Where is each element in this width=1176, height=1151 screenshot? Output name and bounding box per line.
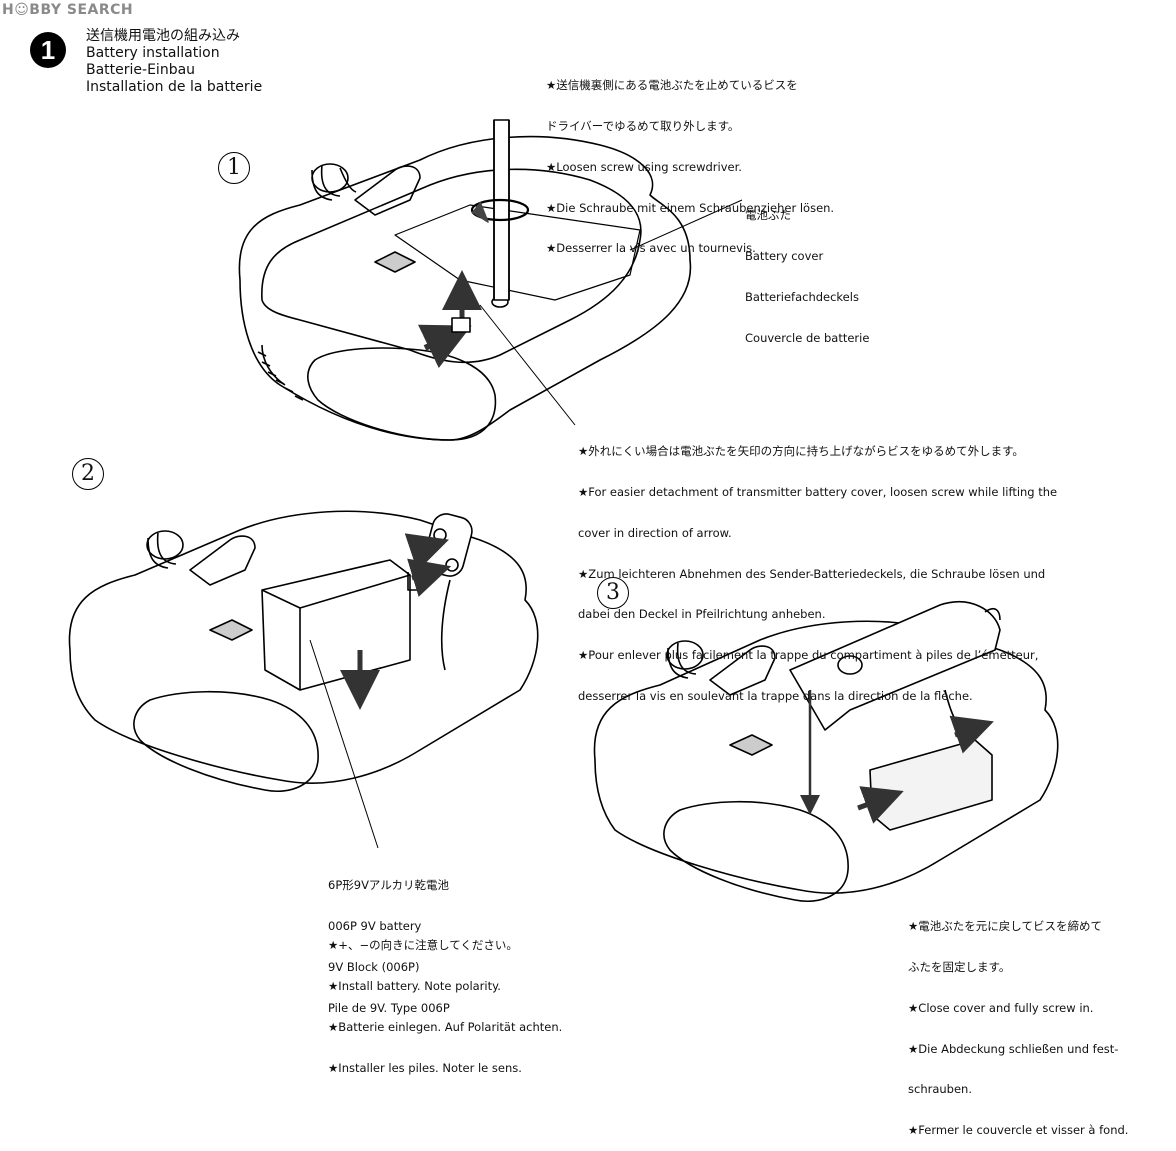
step-1-transmitter-drawing — [238, 119, 743, 441]
note-polarity: ★+、−の向きに注意してください。 ★Install battery. Note… — [328, 912, 562, 1089]
label-line: 電池ぶた — [745, 208, 791, 223]
step-2-marker: 2 — [72, 458, 104, 490]
note-close-cover: ★電池ぶたを元に戻してビスを締めて ふたを固定します。 ★Close cover… — [908, 893, 1128, 1151]
note-line: ★+、−の向きに注意してください。 — [328, 938, 518, 953]
label-line: Couvercle de batterie — [745, 330, 870, 345]
label-line: Batteriefachdeckels — [745, 289, 859, 304]
note-line: ★Die Abdeckung schließen und fest- — [908, 1041, 1119, 1056]
step-3-transmitter-drawing — [593, 601, 1059, 902]
step-3-marker: 3 — [597, 577, 629, 609]
note-line: ★Pour enlever plus facilement la trappe … — [578, 648, 1039, 663]
step-1-marker: 1 — [218, 152, 250, 184]
note-line: ★Install battery. Note polarity. — [328, 978, 501, 993]
note-line: ふたを固定します。 — [908, 959, 1011, 974]
section-number-badge: 1 — [30, 32, 66, 68]
label-battery-cover: 電池ぶた Battery cover Batteriefachdeckels C… — [745, 182, 869, 359]
section-title-jp: 送信機用電池の組み込み — [86, 28, 240, 44]
section-title-de: Batterie-Einbau — [86, 62, 196, 78]
note-line: ★電池ぶたを元に戻してビスを締めて — [908, 919, 1102, 934]
note-line: ★Desserrer la vis avec un tournevis. — [546, 241, 756, 256]
note-line: ★Fermer le couvercle et visser à fond. — [908, 1123, 1129, 1138]
note-line: ドライバーでゆるめて取り外します。 — [546, 118, 740, 133]
watermark: H☺BBY SEARCH — [2, 2, 134, 18]
note-line: ★Batterie einlegen. Auf Polarität achten… — [328, 1019, 563, 1034]
step-2-transmitter-drawing — [68, 510, 539, 849]
label-line: Battery cover — [745, 248, 824, 263]
note-line: desserrer la vis en soulevant la trappe … — [578, 688, 973, 703]
note-line: ★Installer les piles. Noter le sens. — [328, 1060, 522, 1075]
note-line: ★Close cover and fully screw in. — [908, 1000, 1094, 1015]
note-line: cover in direction of arrow. — [578, 525, 732, 540]
section-title-en: Battery installation — [86, 45, 220, 61]
note-line: ★Die Schraube mit einem Schraubenzieher … — [546, 200, 835, 215]
note-line: schrauben. — [908, 1082, 972, 1097]
note-line: ★外れにくい場合は電池ぶたを矢印の方向に持ち上げながらビスをゆるめて外します。 — [578, 444, 1024, 459]
note-easier-detachment: ★外れにくい場合は電池ぶたを矢印の方向に持ち上げながらビスをゆるめて外します。 … — [578, 418, 1057, 717]
note-line: dabei den Deckel in Pfeilrichtung anhebe… — [578, 607, 826, 622]
assembly-illustrations — [68, 119, 1059, 902]
note-line: ★Loosen screw using screwdriver. — [546, 159, 742, 174]
note-line: ★For easier detachment of transmitter ba… — [578, 484, 1058, 499]
label-line: 6P形9Vアルカリ乾電池 — [328, 878, 449, 893]
section-title-fr: Installation de la batterie — [86, 79, 263, 95]
note-line: ★送信機裏側にある電池ぶたを止めているビスを — [546, 78, 798, 93]
label-line: 006P 9V battery — [328, 918, 422, 933]
note-line: ★Zum leichteren Abnehmen des Sender-Batt… — [578, 566, 1046, 581]
note-loosen-screw: ★送信機裏側にある電池ぶたを止めているビスを ドライバーでゆるめて取り外します。… — [546, 52, 834, 270]
label-line: 9V Block (006P) — [328, 959, 420, 974]
